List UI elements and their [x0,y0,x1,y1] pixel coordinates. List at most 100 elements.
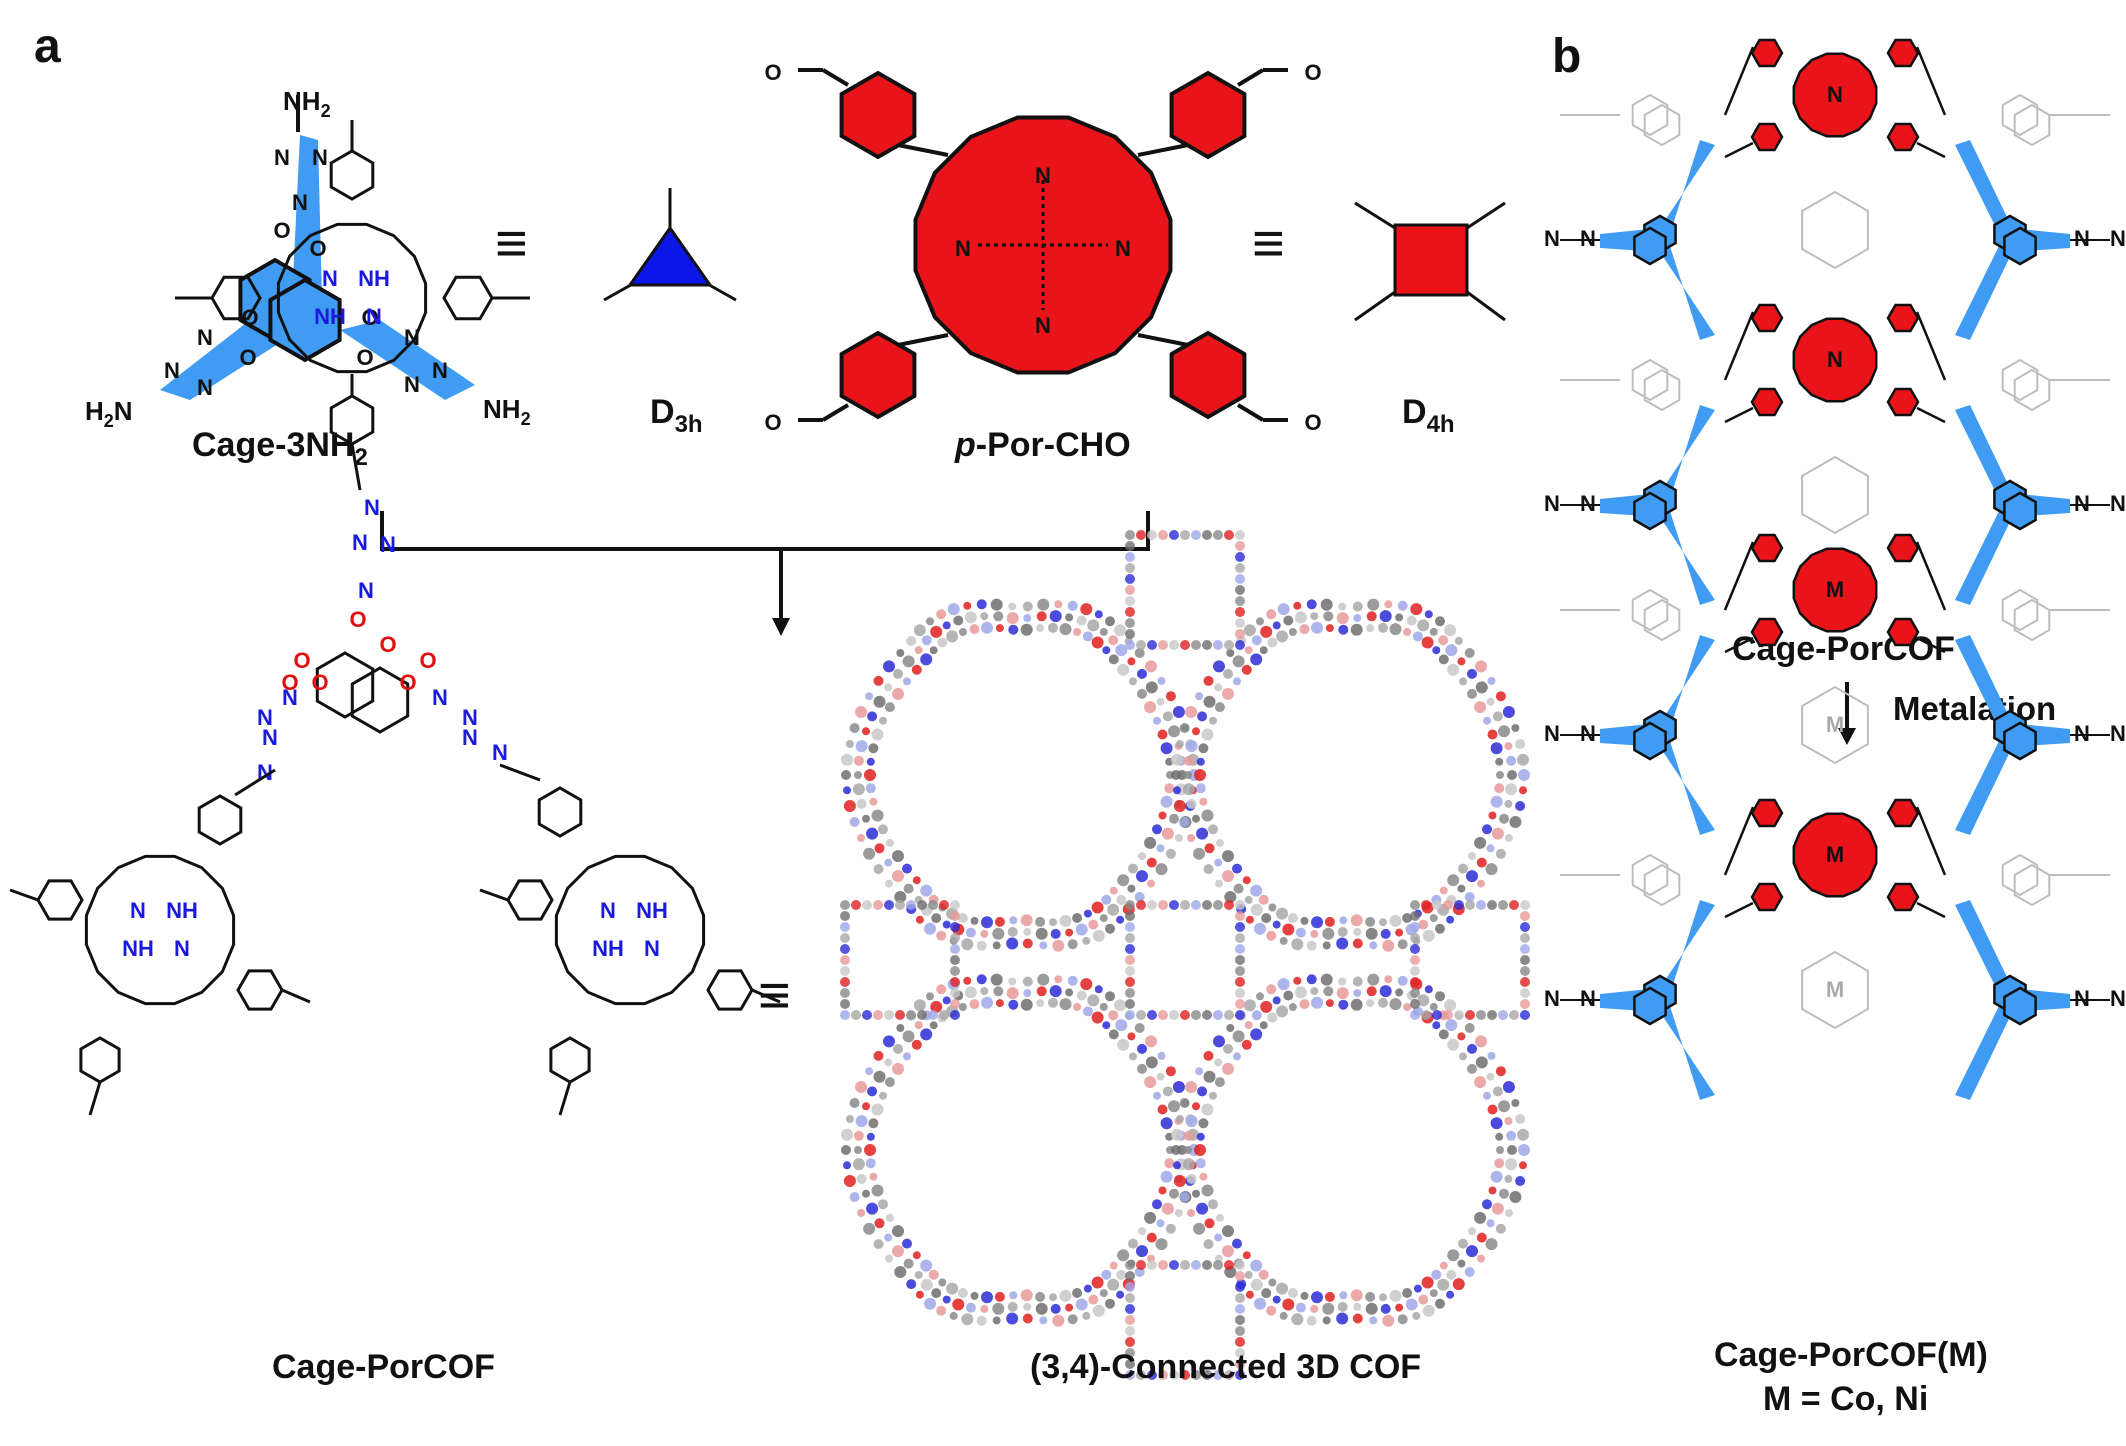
cof-atom-bead [1288,628,1297,636]
cage-arm [1652,240,1715,340]
cof-atom-bead [1125,563,1135,573]
cof-atom-bead [970,1291,979,1300]
cof-atom-bead [1134,648,1145,658]
cof-atom-bead [873,900,883,910]
cof-atom-bead [970,916,979,925]
cof-atom-bead [1384,975,1393,984]
cof-atom-bead [1125,1359,1135,1369]
cof-atom-bead [849,1098,860,1108]
cof-atom-bead [1338,977,1347,986]
cof-atom-bead [1088,1294,1099,1305]
cof-atom-bead [1468,1227,1476,1236]
cof-atom-bead [1435,1298,1445,1309]
cof-atom-bead [1091,901,1104,914]
cof-atom-bead [906,1010,916,1020]
atom-label: N [322,266,338,291]
cof-atom-bead [1184,771,1192,779]
cof-atom-bead [1488,811,1497,820]
cof-atom-bead [950,955,960,965]
cof-atom-bead [1198,1118,1209,1129]
cof-atom-bead [995,624,1004,633]
cof-atom-bead [965,927,976,938]
cof-atom-bead [1293,601,1302,610]
cof-atom-bead [1036,611,1047,622]
cof-atom-bead [1389,998,1402,1011]
cof-atom-bead [1022,601,1033,612]
cof-atom-bead [1155,863,1168,876]
cof-atom-bead [1073,628,1082,636]
cof-atom-bead [1502,1081,1515,1093]
d4h-label: D4h [1402,393,1455,438]
cof-atom-bead [1226,649,1235,657]
cof-atom-bead [871,809,884,822]
cof-atom-bead [843,1175,856,1187]
cof-atom-bead [1009,916,1018,925]
cof-atom-bead [1337,926,1348,937]
cof-atom-bead [1511,724,1520,732]
cof-atom-bead [1352,1313,1363,1324]
cof-atom-bead [1266,1305,1277,1316]
cof-atom-bead [1300,916,1309,925]
cof-atom-bead [920,1278,933,1291]
benzene-ring [1750,533,1784,563]
cof-atom-bead [1350,1289,1363,1302]
cof-atom-bead [1201,1184,1214,1197]
cof-atom-bead [874,843,885,854]
cof-atom-bead [1477,1254,1485,1263]
cof-atom-bead [1214,1077,1225,1088]
cage-amine-top: NH2 [283,86,331,121]
cof-atom-bead [1179,723,1190,733]
cof-atom-bead [841,753,853,766]
cof-atom-bead [1435,923,1445,934]
cof-atom-bead [1277,978,1290,991]
cof-atom-bead [920,653,933,666]
cof-atom-bead [1410,999,1420,1009]
cof-atom-bead [942,621,951,630]
cof-atom-bead [1410,922,1420,932]
cof-atom-bead [1429,914,1438,923]
atom-label: NH [166,898,198,923]
benzene-ring [1750,387,1784,417]
cof-atom-bead [1324,1291,1335,1302]
d3h-label: D3h [650,393,703,438]
cof-atom-bead [1410,1010,1420,1020]
cof-atom-bead [1125,1010,1135,1020]
cof-atom-bead [990,973,1003,986]
cof-atom-bead [911,1039,922,1050]
cof-atom-bead [1183,1130,1194,1141]
cof-atom-bead [1242,876,1251,885]
cof-atom-bead [1165,1223,1176,1234]
atom-label: O [309,236,326,261]
cof-atom-bead [1179,1192,1190,1202]
cof-atom-bead [980,987,989,996]
cof-atom-bead [1438,1029,1449,1040]
imine-bond [1723,46,1755,116]
atom-label: N [1580,226,1596,251]
cof-atom-bead [1457,1259,1466,1268]
cof-atom-bead [1156,844,1165,853]
cof-atom-bead [1116,1269,1127,1280]
cof-atom-bead [1235,966,1245,976]
benzene-ring [1886,617,1920,647]
equivalence-symbol-1: ≡ [495,211,528,274]
cof-atom-bead [1213,530,1223,540]
cof-atom-bead [1352,601,1363,612]
cof-atom-bead [1294,611,1307,624]
cof-atom-bead [1438,635,1449,646]
cof-atom-bead [1515,1114,1526,1124]
atom-label: N [432,358,448,383]
cof-atom-bead [840,988,850,998]
cof-atom-bead [1466,870,1478,883]
cof-atom-bead [1495,1223,1506,1234]
cof-atom-bead [1421,1276,1434,1289]
cage-arm [1955,735,2018,835]
cof-atom-bead [1366,624,1375,633]
cof-atom-bead [928,1269,939,1280]
cof-atom-bead [992,941,1001,950]
benzene-ring [315,651,375,719]
cof-atom-bead [1125,944,1135,954]
cof-atom-bead [1052,939,1065,952]
3d-cof-model [840,530,1530,1380]
cof-atom-bead [1509,1010,1519,1020]
